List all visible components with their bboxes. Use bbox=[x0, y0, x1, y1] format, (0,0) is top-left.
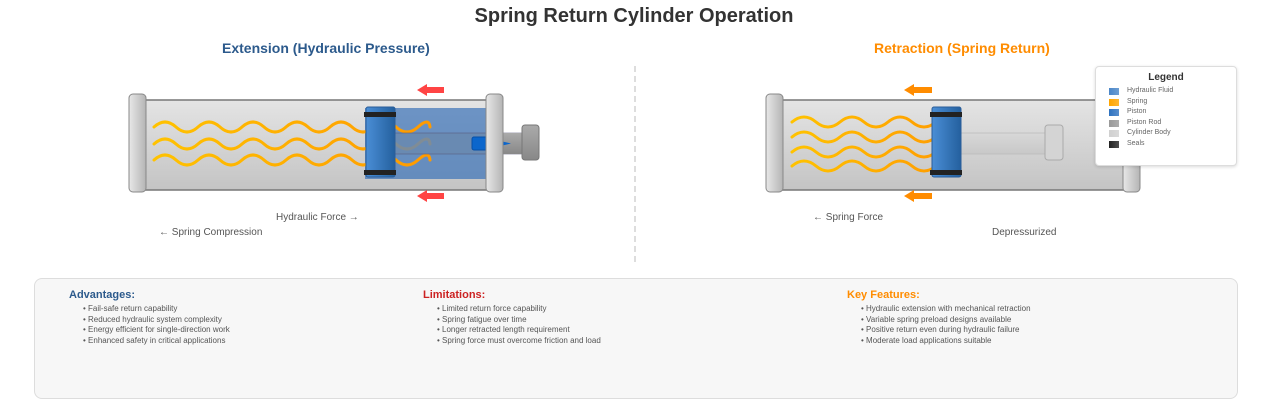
piston bbox=[365, 106, 396, 178]
retraction-cylinder bbox=[765, 84, 1141, 202]
spring-force-label: ← Spring Force bbox=[813, 212, 884, 223]
legend-label: Cylinder Body bbox=[1127, 129, 1171, 136]
piston-rod bbox=[959, 132, 1051, 155]
legend-label: Seals bbox=[1127, 139, 1145, 147]
arrow-left-icon bbox=[417, 190, 444, 202]
legend-swatch bbox=[1109, 98, 1119, 106]
legend-item: Spring bbox=[1109, 98, 1236, 109]
feature-item: Moderate load applications suitable bbox=[861, 336, 1031, 347]
legend-item: Cylinder Body bbox=[1109, 129, 1236, 140]
limitation-item: Limited return force capability bbox=[437, 304, 601, 315]
advantages-heading: Advantages: bbox=[69, 289, 136, 301]
legend-item: Hydraulic Fluid bbox=[1109, 87, 1236, 98]
legend-title: Legend bbox=[1148, 72, 1184, 83]
end-cap bbox=[485, 93, 504, 193]
seal bbox=[930, 170, 962, 175]
page-title: Spring Return Cylinder Operation bbox=[474, 5, 794, 27]
cylinder-diagrams bbox=[128, 66, 1141, 265]
spring-compression-label: ← Spring Compression bbox=[159, 227, 263, 238]
extension-heading: Extension (Hydraulic Pressure) bbox=[222, 40, 430, 56]
legend-swatch bbox=[1109, 140, 1119, 148]
rod-end bbox=[521, 124, 540, 161]
retraction-heading: Retraction (Spring Return) bbox=[874, 40, 1050, 56]
legend-label: Piston bbox=[1127, 108, 1147, 115]
arrow-left-icon bbox=[904, 84, 932, 96]
advantage-item: Energy efficient for single-direction wo… bbox=[83, 325, 230, 336]
limitation-item: Spring force must overcome friction and … bbox=[437, 336, 601, 347]
arrow-left-icon bbox=[904, 190, 932, 202]
limitations-section: Limitations: Limited return force capabi… bbox=[423, 289, 601, 346]
legend-label: Spring bbox=[1127, 97, 1148, 105]
info-panel: Advantages: Fail-safe return capabilityR… bbox=[34, 278, 1238, 399]
end-cap bbox=[128, 93, 147, 193]
feature-item: Hydraulic extension with mechanical retr… bbox=[861, 304, 1031, 315]
limitation-item: Spring fatigue over time bbox=[437, 315, 601, 326]
limitation-item: Longer retracted length requirement bbox=[437, 325, 601, 336]
features-heading: Key Features: bbox=[847, 289, 920, 301]
advantages-section: Advantages: Fail-safe return capabilityR… bbox=[69, 289, 230, 346]
legend-label: Piston Rod bbox=[1127, 118, 1162, 126]
rod-end bbox=[1044, 124, 1064, 161]
legend-item: Piston Rod bbox=[1109, 119, 1236, 130]
seal bbox=[364, 170, 396, 175]
features-section: Key Features: Hydraulic extension with m… bbox=[847, 289, 1031, 346]
end-cap bbox=[765, 93, 784, 193]
arrow-left-icon bbox=[417, 84, 444, 96]
seal bbox=[930, 112, 962, 117]
seal bbox=[364, 112, 396, 117]
advantage-item: Enhanced safety in critical applications bbox=[83, 336, 230, 347]
feature-item: Variable spring preload designs availabl… bbox=[861, 315, 1031, 326]
legend-swatch bbox=[1109, 88, 1119, 95]
extension-cylinder bbox=[128, 84, 540, 202]
legend-label: Hydraulic Fluid bbox=[1127, 87, 1174, 94]
advantage-item: Reduced hydraulic system complexity bbox=[83, 315, 230, 326]
legend-swatch bbox=[1109, 130, 1119, 137]
legend-item: Seals bbox=[1109, 140, 1236, 151]
hydraulic-force-label: Hydraulic Force → bbox=[276, 212, 359, 223]
legend-swatch bbox=[1109, 119, 1119, 127]
depressurized-label: Depressurized bbox=[992, 227, 1057, 238]
piston bbox=[931, 106, 962, 178]
legend-item: Piston bbox=[1109, 108, 1236, 119]
advantage-item: Fail-safe return capability bbox=[83, 304, 230, 315]
feature-item: Positive return even during hydraulic fa… bbox=[861, 325, 1031, 336]
limitations-heading: Limitations: bbox=[423, 289, 486, 301]
legend-swatch bbox=[1109, 109, 1119, 116]
